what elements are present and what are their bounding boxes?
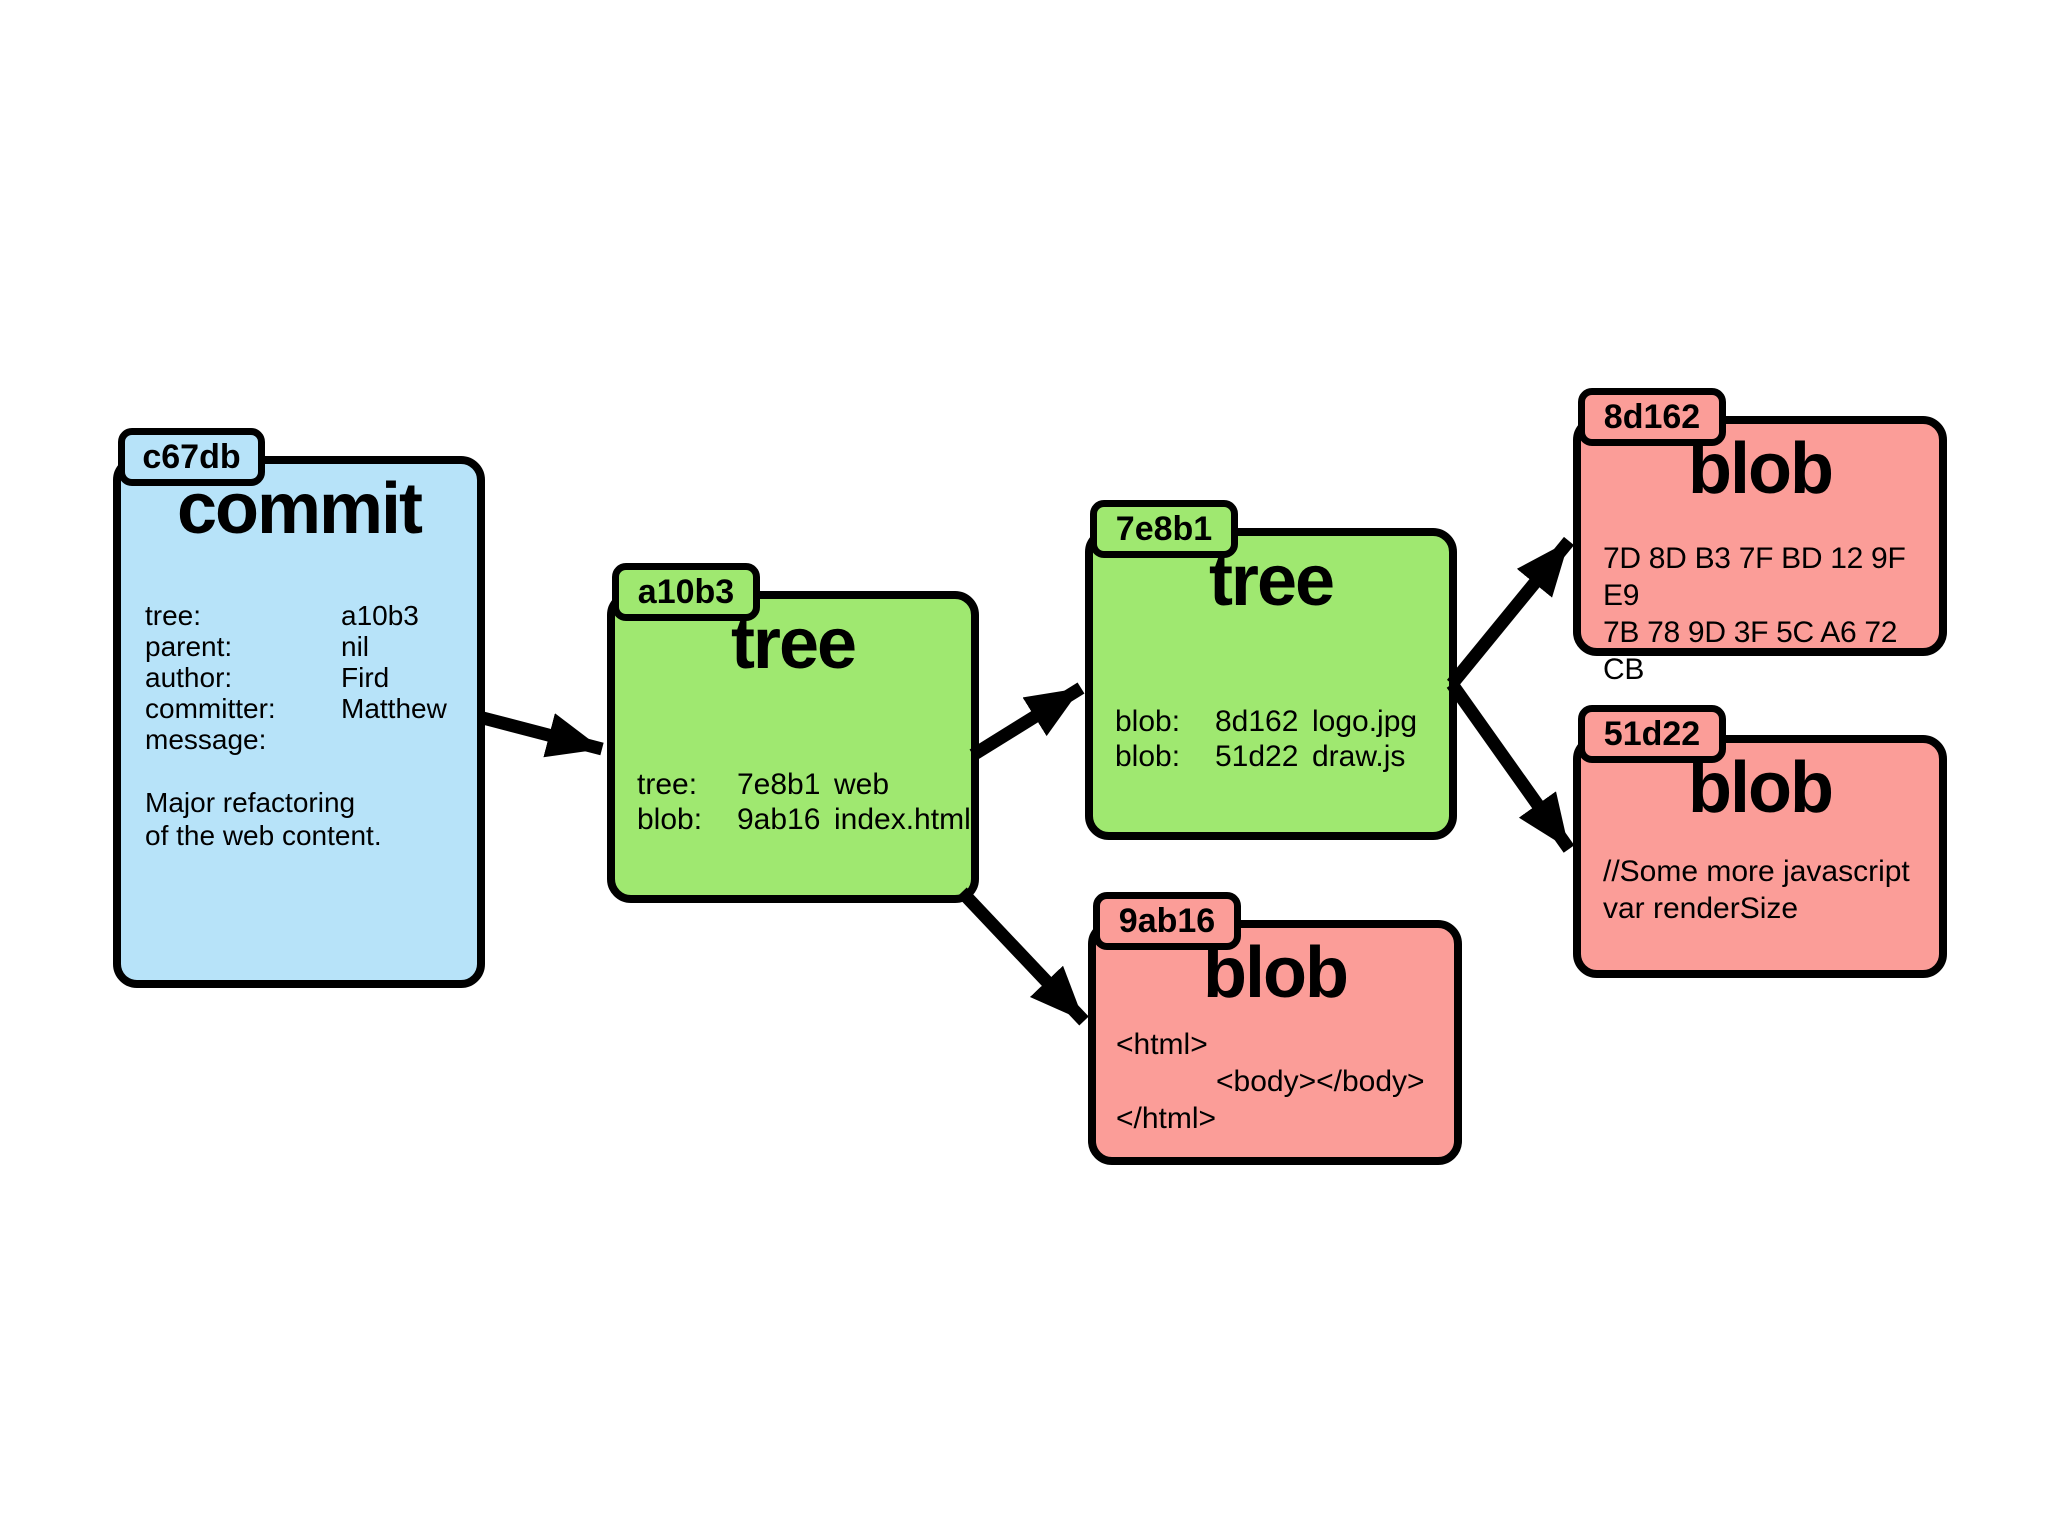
entry-hash: 8d162 (1215, 704, 1299, 738)
field-value: nil (341, 630, 370, 662)
blob-content-line: </html> (1116, 1101, 1217, 1135)
commit-field-parent: parent: nil (145, 631, 477, 662)
blob-content-line: 7B 78 9D 3F 5C A6 72 CB (1603, 615, 1898, 686)
tree-entry: blob: 51d22 draw.js (1115, 739, 1449, 774)
entry-filename: index.html (834, 802, 971, 836)
blob-51d22-hash-tab: 51d22 (1578, 705, 1726, 763)
field-label: committer: (145, 692, 276, 724)
tree-entry: blob: 9ab16 index.html (637, 802, 971, 837)
blob-8d162-content: 7D 8D B3 7F BD 12 9F E9 7B 78 9D 3F 5C A… (1603, 540, 1939, 688)
arrow-tree-a10b3-to-tree-7e8b1 (969, 682, 1085, 761)
blob-9ab16-box: blob <html> <body></body> </html> (1088, 920, 1462, 1165)
field-label: parent: (145, 630, 233, 662)
blob-content-line: <html> (1116, 1027, 1208, 1061)
commit-box: commit tree: a10b3 parent: nil author: F… (113, 456, 485, 988)
tree-entry: tree: 7e8b1 web (637, 767, 971, 802)
commit-message-line: Major refactoring (145, 786, 356, 818)
field-value: Fird (341, 661, 390, 693)
commit-message: Major refactoring of the web content. (145, 786, 477, 852)
tree-7e8b1-box: tree blob: 8d162 logo.jpg blob: 51d22 dr… (1085, 528, 1457, 840)
tree-7e8b1-entries: blob: 8d162 logo.jpg blob: 51d22 draw.js (1115, 704, 1449, 774)
commit-field-author: author: Fird (145, 662, 477, 693)
entry-hash: 51d22 (1215, 739, 1299, 773)
entry-hash: 9ab16 (737, 802, 821, 836)
tree-a10b3-entries: tree: 7e8b1 web blob: 9ab16 index.html (637, 767, 971, 837)
commit-field-tree: tree: a10b3 (145, 600, 477, 631)
blob-content-line: 7D 8D B3 7F BD 12 9F E9 (1603, 541, 1906, 612)
field-label: tree: (145, 599, 202, 631)
entry-filename: logo.jpg (1312, 704, 1418, 738)
entry-filename: web (834, 767, 890, 801)
tree-7e8b1-hash-tab: 7e8b1 (1090, 500, 1238, 558)
blob-9ab16-content: <html> <body></body> </html> (1116, 1026, 1454, 1137)
entry-filename: draw.js (1312, 739, 1406, 773)
blob-content-line: <body></body> (1216, 1064, 1425, 1098)
commit-fields: tree: a10b3 parent: nil author: Fird com… (145, 600, 477, 755)
blob-8d162-box: blob 7D 8D B3 7F BD 12 9F E9 7B 78 9D 3F… (1573, 416, 1947, 686)
entry-kind: blob: (637, 802, 703, 836)
commit-message-line: of the web content. (145, 819, 382, 851)
tree-a10b3-hash-tab: a10b3 (612, 563, 760, 621)
commit-field-message: message: (145, 724, 477, 755)
field-label: message: (145, 723, 267, 755)
arrow-tree-7e8b1-to-blob-8d162 (1446, 536, 1575, 689)
blob-content-line: //Some more javascript (1603, 854, 1910, 888)
blob-9ab16-hash-tab: 9ab16 (1093, 892, 1241, 950)
arrow-tree-a10b3-to-blob-9ab16 (957, 887, 1089, 1026)
entry-hash: 7e8b1 (737, 767, 821, 801)
field-value: Matthew (341, 692, 447, 724)
blob-51d22-box: blob //Some more javascript var renderSi… (1573, 735, 1947, 978)
arrow-tree-7e8b1-to-blob-51d22 (1446, 680, 1575, 853)
blob-51d22-content: //Some more javascript var renderSize (1603, 853, 1939, 927)
blob-8d162-hash-tab: 8d162 (1578, 388, 1726, 446)
field-value: a10b3 (341, 599, 419, 631)
blob-content-line: var renderSize (1603, 891, 1799, 925)
entry-kind: tree: (637, 767, 698, 801)
field-label: author: (145, 661, 233, 693)
arrow-commit-to-tree-a10b3 (481, 711, 604, 758)
commit-field-committer: committer: Matthew (145, 693, 477, 724)
tree-a10b3-box: tree tree: 7e8b1 web blob: 9ab16 index.h… (607, 591, 979, 903)
tree-entry: blob: 8d162 logo.jpg (1115, 704, 1449, 739)
commit-hash-tab: c67db (118, 428, 265, 486)
entry-kind: blob: (1115, 704, 1181, 738)
entry-kind: blob: (1115, 739, 1181, 773)
